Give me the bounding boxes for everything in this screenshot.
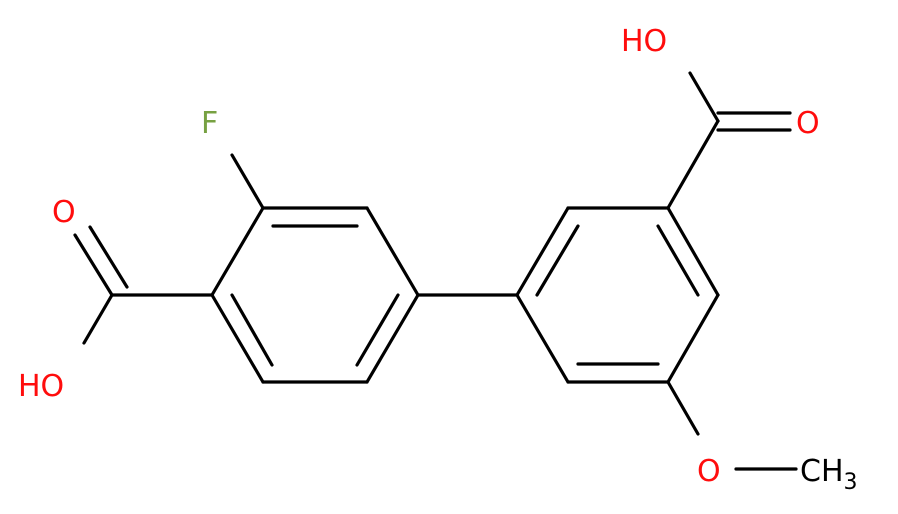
left-ring — [210, 206, 420, 384]
methoxy-group: O CH3 — [666, 380, 858, 495]
atom-o-left: O — [52, 195, 76, 230]
bond-c5-c6-inner — [230, 293, 274, 367]
bond-r6-r1 — [515, 293, 570, 384]
bond-r1-r2-inner — [535, 224, 580, 297]
atom-ch3-ch: CH — [800, 454, 844, 489]
atom-ho-left: HO — [18, 369, 64, 404]
bond-r3-r4 — [666, 206, 720, 297]
atom-f: F — [201, 106, 218, 141]
right-ring — [515, 206, 720, 384]
left-carboxyl-group: O HO — [18, 195, 214, 404]
atom-o-top-right: O — [796, 106, 820, 141]
atom-ch3: CH3 — [800, 454, 858, 495]
bond-c6-c1 — [210, 206, 265, 297]
fluorine-substituent: F — [201, 106, 265, 210]
atom-o-methoxy: O — [697, 454, 721, 489]
right-carboxyl-group: HO O — [621, 24, 820, 210]
atom-ho-top-right: HO — [621, 24, 667, 59]
bond-ring-to-cooh-right — [666, 119, 720, 210]
atom-ch3-subscript: 3 — [844, 470, 858, 495]
bond-r1-r2 — [515, 206, 570, 297]
bond-c2-c3 — [365, 206, 420, 297]
bond-r3-r4-inner — [656, 224, 700, 297]
bond-c-oh-right — [688, 71, 720, 123]
bond-c3-c4 — [365, 293, 420, 384]
bond-c5-c6 — [210, 293, 265, 384]
bond-ring-to-o-methoxy — [666, 380, 700, 436]
bond-c-double-o-left-b — [88, 225, 129, 289]
bond-c-f — [230, 153, 265, 210]
bond-c3-c4-inner — [355, 293, 400, 367]
bond-c-double-o-left-a — [73, 233, 114, 297]
bond-r4-r5 — [666, 293, 720, 384]
bond-c-oh-left — [82, 293, 114, 345]
